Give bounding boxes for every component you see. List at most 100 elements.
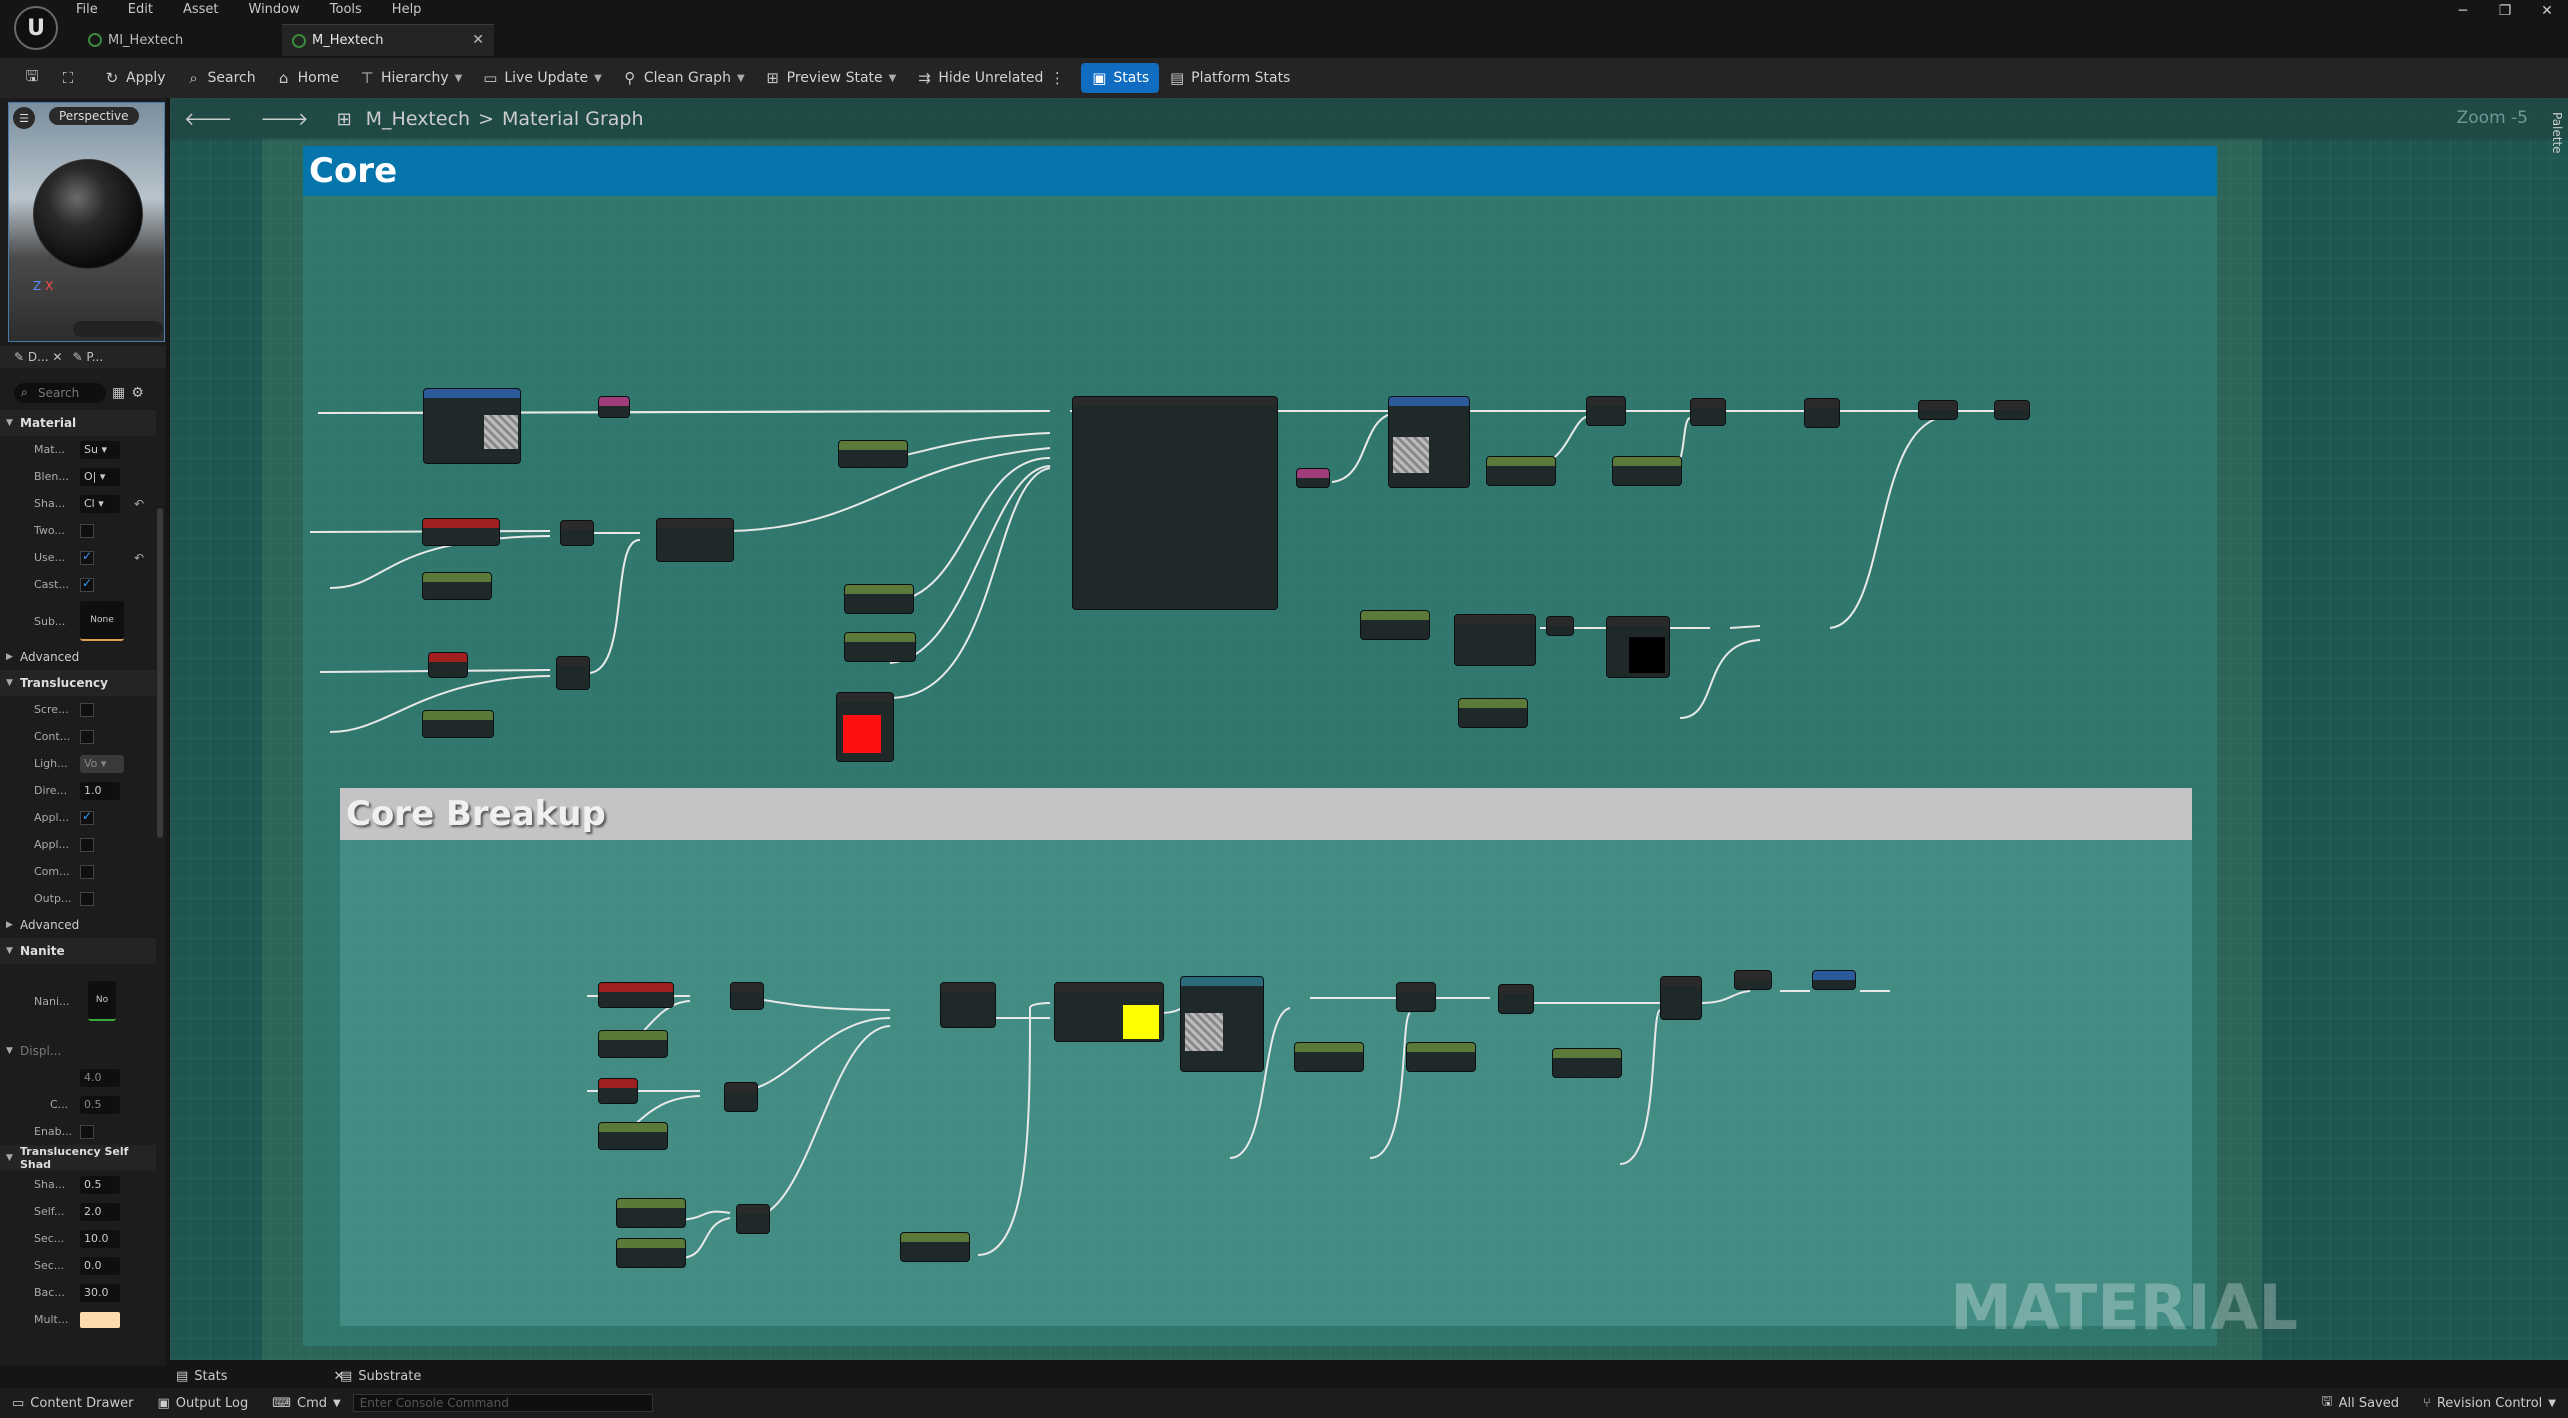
- menu-tools[interactable]: Tools: [329, 2, 362, 17]
- node-scalar-pink-b[interactable]: [1296, 468, 1330, 488]
- node-param-green-h[interactable]: [1360, 610, 1430, 640]
- tab-details[interactable]: ✎ D... ✕: [14, 350, 62, 364]
- cast-shadows-checkbox[interactable]: [80, 576, 94, 592]
- section-displacement[interactable]: ▼Displ...: [0, 1038, 156, 1064]
- tab-mi-hextech[interactable]: MI_Hextech: [78, 24, 278, 56]
- preview-state-button[interactable]: ⊞Preview State▼: [755, 63, 907, 93]
- node-param-green-j[interactable]: [598, 1030, 668, 1058]
- node-panner-b[interactable]: [940, 982, 996, 1028]
- node-saturate[interactable]: [1918, 400, 1958, 420]
- viewport-menu-icon[interactable]: ☰: [13, 107, 35, 129]
- node-constant-red[interactable]: [836, 692, 894, 762]
- tab-stats[interactable]: ▤Stats✕: [176, 1369, 344, 1384]
- restore-button[interactable]: ❐: [2498, 3, 2512, 19]
- blend-mode-select[interactable]: O| ▾: [80, 467, 120, 486]
- back-arrow-icon[interactable]: 🡐: [184, 108, 233, 130]
- tab-palette[interactable]: ✎ P...: [72, 350, 103, 364]
- content-drawer-button[interactable]: ▭Content Drawer: [0, 1396, 145, 1411]
- menu-help[interactable]: Help: [391, 2, 422, 17]
- breadcrumb-asset[interactable]: M_Hextech: [365, 108, 471, 130]
- platform-stats-button[interactable]: ▤Platform Stats: [1159, 63, 1300, 93]
- material-graph[interactable]: Core Core Breakup: [170, 98, 2568, 1360]
- node-add[interactable]: [1804, 398, 1840, 428]
- menu-window[interactable]: Window: [248, 2, 300, 17]
- node-panner[interactable]: [656, 518, 734, 562]
- close-button[interactable]: ✕: [2541, 3, 2553, 19]
- node-named-reroute[interactable]: [1812, 970, 1856, 990]
- use-material-attributes-checkbox[interactable]: [80, 549, 94, 565]
- details-search-input[interactable]: ⌕Search: [14, 383, 106, 403]
- close-icon[interactable]: ✕: [333, 1369, 345, 1384]
- node-multiply-f[interactable]: [1498, 984, 1534, 1014]
- node-saturate-b[interactable]: [1734, 970, 1772, 990]
- node-param-green-a[interactable]: [422, 572, 492, 600]
- node-lerp-black[interactable]: [1606, 616, 1670, 678]
- color-swatch[interactable]: [80, 1311, 120, 1328]
- minimize-button[interactable]: ─: [2458, 3, 2468, 19]
- live-update-button[interactable]: ▭Live Update▼: [472, 63, 611, 93]
- section-material[interactable]: ▼Material: [0, 410, 156, 436]
- search-button[interactable]: ⌕Search: [176, 63, 266, 93]
- menu-asset[interactable]: Asset: [182, 2, 219, 17]
- section-advanced[interactable]: ▶Advanced: [0, 644, 156, 670]
- node-bump-offset[interactable]: [1054, 982, 1164, 1042]
- node-param-green-i[interactable]: [1458, 698, 1528, 728]
- console-input[interactable]: Enter Console Command: [352, 1394, 653, 1412]
- prop-checkbox[interactable]: [80, 864, 94, 879]
- node-time[interactable]: [428, 652, 468, 678]
- node-param-green-b[interactable]: [422, 710, 494, 738]
- palette-tab[interactable]: Palette: [2550, 112, 2564, 154]
- node-param-green-m[interactable]: [1406, 1042, 1476, 1072]
- material-domain-select[interactable]: Su ▾: [80, 440, 120, 459]
- prop-checkbox[interactable]: [80, 837, 94, 852]
- prop-checkbox[interactable]: [80, 729, 94, 744]
- node-multiply-e[interactable]: [724, 1082, 758, 1112]
- section-translucency-self-shadow[interactable]: ▼Translucency Self Shad: [0, 1145, 156, 1171]
- menu-edit[interactable]: Edit: [127, 2, 153, 17]
- gear-icon[interactable]: ⚙: [131, 385, 144, 401]
- all-saved-button[interactable]: 🖫All Saved: [2310, 1392, 2412, 1414]
- nanite-asset-picker[interactable]: No: [88, 981, 116, 1021]
- node-one-minus[interactable]: [1546, 616, 1574, 636]
- node-param-green-g[interactable]: [1612, 456, 1682, 486]
- close-tab-icon[interactable]: ✕: [472, 32, 484, 48]
- node-texcoord[interactable]: [422, 518, 500, 546]
- section-advanced-translucency[interactable]: ▶Advanced: [0, 912, 156, 938]
- output-log-button[interactable]: ▣Output Log: [145, 1396, 260, 1411]
- prop-number-field[interactable]: 30.0: [80, 1283, 120, 1302]
- node-param-green-c[interactable]: [838, 440, 908, 468]
- node-param-green-n[interactable]: [1552, 1048, 1622, 1078]
- more-options-icon[interactable]: ⋮: [1049, 69, 1065, 87]
- tab-substrate[interactable]: ▤Substrate: [340, 1369, 421, 1384]
- preview-viewport[interactable]: ☰ Perspective Z X: [8, 102, 165, 342]
- prop-number-field[interactable]: 0.0: [80, 1256, 120, 1275]
- lighting-mode-select[interactable]: Vo ▾: [80, 754, 124, 773]
- node-power-b[interactable]: [1396, 982, 1436, 1012]
- prop-number-field[interactable]: 4.0: [80, 1068, 120, 1087]
- cmd-select[interactable]: ⌨Cmd▼: [260, 1396, 352, 1411]
- node-multiply-a[interactable]: [560, 520, 594, 546]
- node-texture-breakup[interactable]: [1180, 976, 1264, 1072]
- prop-number-field[interactable]: 0.5: [80, 1175, 120, 1194]
- node-param-green-d[interactable]: [844, 584, 914, 614]
- graph-outline-icon[interactable]: ⊞: [336, 108, 352, 130]
- subsurface-asset-picker[interactable]: None: [80, 601, 124, 641]
- menu-file[interactable]: File: [76, 2, 98, 17]
- node-weight-texture-uv[interactable]: [423, 388, 521, 464]
- details-scrollbar[interactable]: [157, 508, 163, 838]
- hide-unrelated-button[interactable]: ⇉Hide Unrelated⋮: [906, 63, 1075, 93]
- browse-button[interactable]: ⛶: [50, 63, 86, 93]
- forward-arrow-icon[interactable]: 🡒: [260, 108, 309, 130]
- prop-checkbox[interactable]: [80, 1124, 94, 1139]
- section-translucency[interactable]: ▼Translucency: [0, 670, 156, 696]
- node-multiply-c[interactable]: [1690, 398, 1726, 426]
- node-texcoord-b[interactable]: [598, 982, 674, 1008]
- node-param-green-k[interactable]: [598, 1122, 668, 1150]
- comment-outer[interactable]: [262, 138, 2262, 1360]
- preview-shape-controls[interactable]: [73, 321, 163, 337]
- node-param-green-l[interactable]: [1294, 1042, 1364, 1072]
- shading-model-select[interactable]: Cl ▾: [80, 494, 120, 513]
- node-param-green-o[interactable]: [616, 1198, 686, 1228]
- node-time-b[interactable]: [598, 1078, 638, 1104]
- tab-m-hextech[interactable]: M_Hextech ✕: [282, 24, 494, 56]
